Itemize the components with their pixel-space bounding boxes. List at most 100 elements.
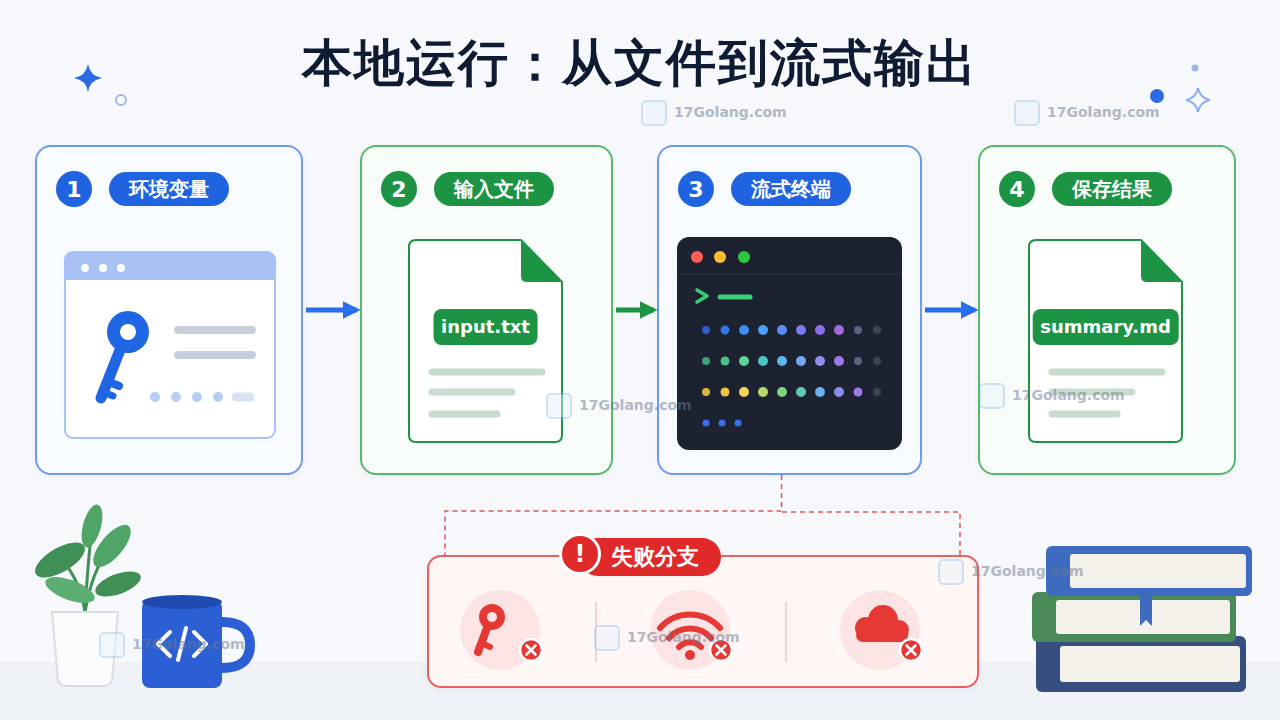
failure-box: !失败分支 xyxy=(427,555,979,688)
dashed-bracket xyxy=(445,475,782,555)
failure-icons xyxy=(785,602,787,662)
failure-icons xyxy=(520,639,922,661)
watermark-icon xyxy=(547,394,571,418)
terminal-window xyxy=(720,295,750,300)
bracket-arm xyxy=(782,512,960,555)
key-icon xyxy=(103,392,113,396)
plant xyxy=(87,519,137,573)
step-card: input.txt2输入文件 xyxy=(360,145,613,475)
terminal-window xyxy=(739,356,749,366)
terminal-window xyxy=(834,356,844,366)
text-line xyxy=(1052,411,1117,418)
coffee-mug xyxy=(158,632,170,656)
failure-icons xyxy=(595,602,597,662)
plant xyxy=(62,560,85,612)
terminal-window xyxy=(702,326,710,334)
step-card: summary.md4保存结果 xyxy=(978,145,1236,475)
step-label: 输入文件 xyxy=(434,172,554,206)
terminal-window xyxy=(691,251,703,263)
key-icon xyxy=(101,350,120,398)
book-stack xyxy=(1070,554,1246,588)
key-icon xyxy=(120,324,136,340)
failure-icons xyxy=(840,590,920,670)
watermark-icon xyxy=(642,101,666,125)
failure-icons xyxy=(460,590,540,670)
terminal-window xyxy=(777,387,787,397)
file-fold xyxy=(521,240,562,282)
failure-icons xyxy=(487,612,497,622)
flow-arrow xyxy=(925,308,975,313)
plant xyxy=(78,502,107,549)
plant xyxy=(52,612,118,686)
book-stack xyxy=(1036,636,1246,692)
browser-window xyxy=(171,392,181,402)
terminal-window xyxy=(721,326,730,335)
failure-icons xyxy=(520,639,542,661)
key-icon xyxy=(107,311,149,353)
text-line xyxy=(1052,369,1162,376)
file-fold xyxy=(1141,240,1182,282)
sparkle xyxy=(74,64,102,92)
file-outline xyxy=(1029,240,1182,442)
sparkle xyxy=(1186,88,1210,112)
terminal-window xyxy=(796,325,806,335)
failure-icons xyxy=(679,642,701,647)
file-name: summary.md xyxy=(1032,309,1179,345)
browser-window xyxy=(65,252,275,280)
file-outline xyxy=(409,240,562,442)
terminal-window xyxy=(758,356,768,366)
plant xyxy=(30,536,90,585)
book-stack xyxy=(1056,600,1230,634)
failure-icons xyxy=(460,590,922,670)
terminal-window xyxy=(738,251,750,263)
file-node: summary.md xyxy=(1028,239,1183,443)
failure-icons xyxy=(669,629,711,638)
terminal-window xyxy=(815,325,825,335)
coffee-mug xyxy=(222,622,250,668)
browser-window xyxy=(150,392,160,402)
failure-icons xyxy=(479,604,505,630)
terminal-window xyxy=(796,387,806,397)
failure-icons xyxy=(685,650,695,660)
book-stack xyxy=(1032,592,1236,642)
failure-icons xyxy=(478,628,487,652)
coffee-mug xyxy=(142,595,222,609)
step-number: 1 xyxy=(56,171,92,207)
browser-window xyxy=(65,252,275,438)
terminal-window xyxy=(777,356,787,366)
terminal-window xyxy=(677,274,902,275)
browser-window xyxy=(117,264,125,272)
terminal-window xyxy=(721,388,730,397)
terminal-window xyxy=(796,356,806,366)
plant xyxy=(42,572,98,609)
browser-window xyxy=(81,264,89,272)
browser-window xyxy=(192,392,202,402)
coffee-mug xyxy=(178,628,186,660)
failure-icons xyxy=(717,646,726,655)
plant xyxy=(30,502,144,686)
watermark-icon xyxy=(939,560,963,584)
browser-window xyxy=(178,326,252,334)
terminal-window xyxy=(739,325,749,335)
file-node: input.txt xyxy=(408,239,563,443)
terminal-window xyxy=(873,357,881,365)
terminal-window xyxy=(677,237,902,450)
terminal-window xyxy=(714,251,726,263)
alert-icon: ! xyxy=(559,533,601,575)
text-line xyxy=(432,411,497,418)
coffee-mug xyxy=(194,632,206,656)
watermark: 17Golang.com xyxy=(971,563,1084,579)
terminal-window xyxy=(697,290,707,302)
failure-icons xyxy=(710,639,732,661)
terminal-window xyxy=(854,326,862,334)
terminal-window xyxy=(834,325,844,335)
key-icon xyxy=(107,381,119,386)
terminal-window xyxy=(777,325,787,335)
text-line xyxy=(432,369,542,376)
terminal-window xyxy=(854,357,862,365)
browser-window xyxy=(65,252,275,438)
failure-icons xyxy=(868,605,898,635)
terminal-window xyxy=(758,387,768,397)
